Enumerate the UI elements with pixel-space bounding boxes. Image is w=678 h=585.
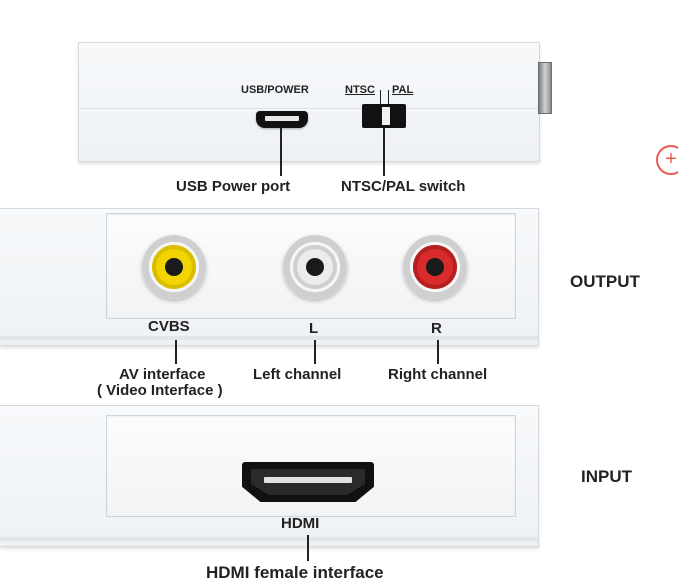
usb-leader-line xyxy=(280,128,282,176)
right-pin-hole xyxy=(426,258,444,276)
mini-usb-port xyxy=(256,111,308,128)
plus-circle-icon[interactable]: + xyxy=(656,145,678,175)
ntsc-pal-switch[interactable] xyxy=(362,104,406,128)
input-section-label: INPUT xyxy=(581,467,632,486)
hdmi-female-interface-caption: HDMI female interface xyxy=(206,563,384,582)
hdmi-port[interactable] xyxy=(242,462,374,502)
hdmi-leader-line xyxy=(307,535,309,561)
switch-leader-line xyxy=(383,128,385,176)
av-interface-caption: AV interface xyxy=(119,366,206,383)
usb-power-port-caption: USB Power port xyxy=(176,178,291,195)
left-audio-rca-jack[interactable] xyxy=(283,235,347,299)
video-interface-caption: ( Video Interface ) xyxy=(97,382,223,399)
cvbs-label: CVBS xyxy=(148,318,190,335)
ntsc-tick xyxy=(380,90,381,104)
switch-slider[interactable] xyxy=(382,107,390,125)
output-panel-bottom-lip xyxy=(0,336,538,340)
ntsc-pal-switch-caption: NTSC/PAL switch xyxy=(341,178,466,195)
output-section-label: OUTPUT xyxy=(570,272,640,291)
cvbs-leader-line xyxy=(175,340,177,364)
right-channel-caption: Right channel xyxy=(388,366,488,383)
pal-tick xyxy=(388,90,389,104)
left-channel-label: L xyxy=(309,320,319,337)
right-channel-label: R xyxy=(431,320,442,337)
left-leader-line xyxy=(314,340,316,364)
device-top-face xyxy=(78,42,540,162)
hdmi-label: HDMI xyxy=(281,515,320,532)
device-side-connector xyxy=(538,62,552,114)
cvbs-pin-hole xyxy=(165,258,183,276)
pal-label: PAL xyxy=(392,84,414,96)
right-audio-rca-jack[interactable] xyxy=(403,235,467,299)
right-leader-line xyxy=(437,340,439,364)
input-panel-bottom-lip xyxy=(0,537,538,541)
cvbs-rca-jack[interactable] xyxy=(142,235,206,299)
usb-power-label: USB/POWER xyxy=(241,84,309,96)
mini-usb-port-inner xyxy=(265,116,299,121)
device-top-divider xyxy=(79,108,538,109)
left-channel-caption: Left channel xyxy=(253,366,342,383)
left-pin-hole xyxy=(306,258,324,276)
hdmi-contact-strip xyxy=(264,477,352,483)
ntsc-label: NTSC xyxy=(345,84,375,96)
